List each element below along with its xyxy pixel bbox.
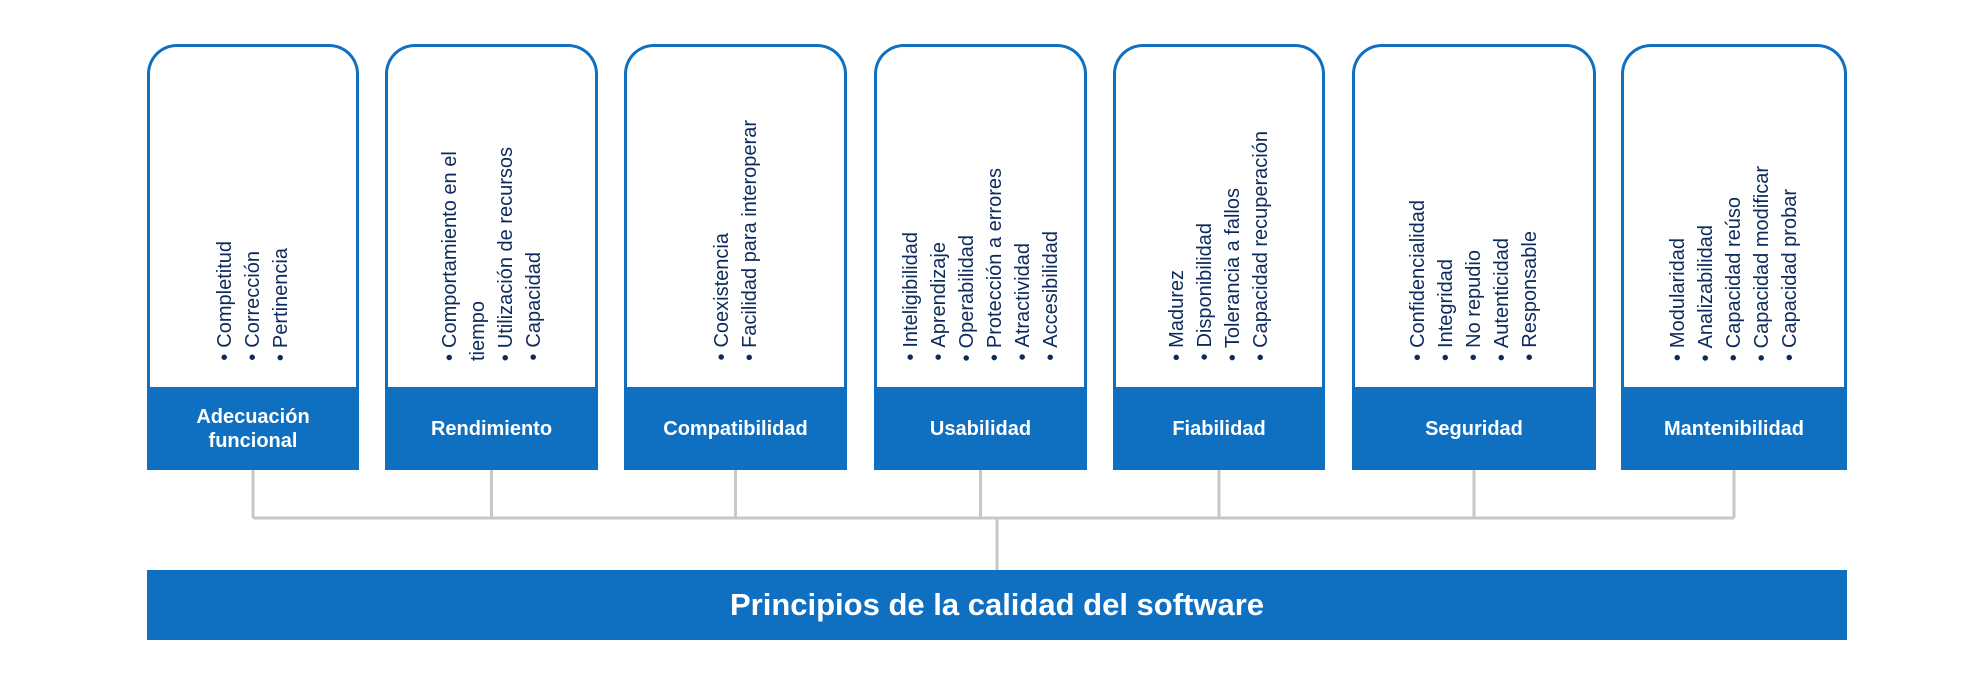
- list-item: • Capacidad: [522, 252, 545, 361]
- card-items-panel: • Comportamiento en el tiempo • Utilizac…: [385, 44, 598, 387]
- item-text: Aprendizaje: [927, 242, 950, 348]
- card-items-panel: • Completitud • Corrección • Pertinencia: [147, 44, 359, 387]
- list-item: • Madurez: [1166, 270, 1188, 361]
- card-items-panel: • Modularidad • Analizabilidad • Capacid…: [1621, 44, 1847, 387]
- item-text: Madurez: [1166, 270, 1188, 348]
- category-label: Mantenibilidad: [1621, 387, 1847, 470]
- category-card: • Completitud • Corrección • Pertinencia…: [147, 44, 359, 470]
- item-text: Protección a errores: [983, 167, 1006, 348]
- item-text: Responsable: [1519, 231, 1541, 348]
- card-items-panel: • Confidencialidad • Integridad • No rep…: [1352, 44, 1596, 387]
- category-card: • Modularidad • Analizabilidad • Capacid…: [1621, 44, 1847, 470]
- item-text: Autenticidad: [1491, 237, 1513, 348]
- item-list: • Completitud • Corrección • Pertinencia: [211, 241, 295, 361]
- list-item: • Corrección: [242, 251, 264, 361]
- list-item: • Capacidad recuperación: [1250, 131, 1272, 361]
- list-item: • Completitud: [214, 241, 236, 361]
- item-text: Analizabilidad: [1695, 224, 1717, 348]
- item-text: Capacidad: [522, 252, 545, 348]
- card-items-panel: • Inteligibilidad • Aprendizaje • Operab…: [874, 44, 1087, 387]
- item-text: Utilización de recursos: [494, 146, 517, 348]
- list-item: • Responsable: [1519, 231, 1541, 361]
- list-item: • Inteligibilidad: [899, 232, 922, 361]
- item-text: Confidencialidad: [1407, 200, 1429, 348]
- list-item: • Capacidad modificar: [1751, 165, 1773, 361]
- item-text: Integridad: [1435, 259, 1457, 348]
- item-text: Facilidad para interoperar: [738, 120, 761, 348]
- list-item: • Operabilidad: [955, 234, 978, 361]
- item-text: Capacidad recuperación: [1250, 131, 1272, 348]
- list-item: • Atractividad: [1011, 243, 1034, 361]
- list-item: • Capacidad reúso: [1723, 196, 1745, 361]
- category-card: • Confidencialidad • Integridad • No rep…: [1352, 44, 1596, 470]
- list-item: • Autenticidad: [1491, 237, 1513, 361]
- item-text: Operabilidad: [955, 234, 978, 348]
- list-item: • Coexistencia: [710, 233, 733, 361]
- list-item: • Integridad: [1435, 259, 1457, 361]
- list-item: • Aprendizaje: [927, 242, 950, 361]
- item-text: Atractividad: [1011, 243, 1034, 348]
- card-items-panel: • Madurez • Disponibilidad • Tolerancia …: [1113, 44, 1325, 387]
- category-card: • Comportamiento en el tiempo • Utilizac…: [385, 44, 598, 470]
- item-text: Capacidad reúso: [1723, 196, 1745, 348]
- item-list: • Modularidad • Analizabilidad • Capacid…: [1664, 166, 1804, 361]
- list-item: • Protección a errores: [983, 167, 1006, 361]
- item-list: • Coexistencia • Facilidad para interope…: [708, 120, 764, 361]
- item-list: • Madurez • Disponibilidad • Tolerancia …: [1163, 131, 1275, 361]
- item-text: Pertinencia: [270, 247, 292, 348]
- category-label: Compatibilidad: [624, 387, 847, 470]
- category-label: Seguridad: [1352, 387, 1596, 470]
- diagram-title: Principios de la calidad del software: [147, 570, 1847, 640]
- item-text: Coexistencia: [710, 233, 733, 348]
- item-text: Capacidad probar: [1779, 188, 1801, 348]
- list-item: • No repudio: [1463, 250, 1485, 361]
- list-item: • Pertinencia: [270, 247, 292, 361]
- item-text: Inteligibilidad: [899, 232, 922, 348]
- category-label: Adecuación funcional: [147, 387, 359, 470]
- list-item: • Confidencialidad: [1407, 200, 1429, 361]
- item-text: Tolerancia a fallos: [1222, 187, 1244, 348]
- category-card: • Inteligibilidad • Aprendizaje • Operab…: [874, 44, 1087, 470]
- list-item: • Disponibilidad: [1194, 223, 1216, 361]
- item-text: Corrección: [242, 251, 264, 348]
- list-item: • Facilidad para interoperar: [738, 120, 761, 361]
- category-label: Usabilidad: [874, 387, 1087, 470]
- card-items-panel: • Coexistencia • Facilidad para interope…: [624, 44, 847, 387]
- item-text: Disponibilidad: [1194, 223, 1216, 348]
- item-list: • Confidencialidad • Integridad • No rep…: [1404, 200, 1544, 361]
- list-item: • Comportamiento en el tiempo: [438, 151, 489, 361]
- list-item: • Accesibilidad: [1039, 231, 1062, 361]
- list-item: • Utilización de recursos: [494, 146, 517, 361]
- category-label: Rendimiento: [385, 387, 598, 470]
- list-item: • Analizabilidad: [1695, 224, 1717, 361]
- list-item: • Capacidad probar: [1779, 188, 1801, 361]
- item-text: Completitud: [214, 241, 236, 348]
- list-item: • Modularidad: [1667, 237, 1689, 361]
- item-text: Comportamiento en el tiempo: [438, 151, 489, 361]
- item-text: Accesibilidad: [1039, 231, 1062, 348]
- list-item: • Tolerancia a fallos: [1222, 187, 1244, 361]
- item-text: Modularidad: [1667, 237, 1689, 348]
- category-card: • Madurez • Disponibilidad • Tolerancia …: [1113, 44, 1325, 470]
- item-list: • Comportamiento en el tiempo • Utilizac…: [436, 126, 548, 361]
- item-list: • Inteligibilidad • Aprendizaje • Operab…: [897, 168, 1065, 361]
- category-card: • Coexistencia • Facilidad para interope…: [624, 44, 847, 470]
- item-text: Capacidad modificar: [1751, 165, 1773, 348]
- category-label: Fiabilidad: [1113, 387, 1325, 470]
- item-text: No repudio: [1463, 250, 1485, 348]
